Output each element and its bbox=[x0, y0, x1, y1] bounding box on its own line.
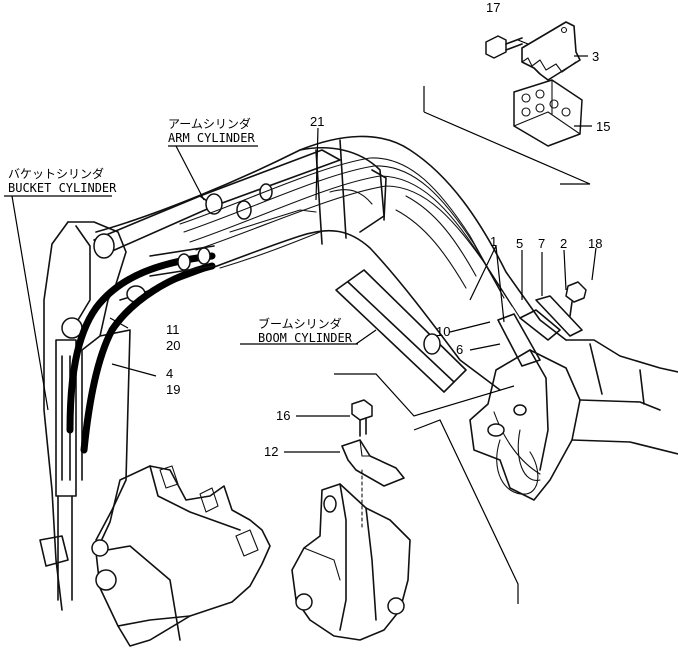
callout-7: 7 bbox=[538, 236, 545, 251]
bucket-cylinder-label-jp: バケットシリンダ bbox=[8, 166, 104, 181]
swing-bracket-upper bbox=[469, 339, 678, 501]
callout-12: 12 bbox=[264, 444, 278, 459]
bucket-hoses bbox=[66, 245, 216, 454]
label-leaders bbox=[4, 39, 597, 453]
boom-hoses bbox=[179, 157, 521, 319]
callout-19: 19 bbox=[166, 382, 180, 397]
callout-4: 4 bbox=[166, 366, 173, 381]
arm-cylinder-label-en: ARM CYLINDER bbox=[168, 131, 255, 145]
callout-3: 3 bbox=[592, 49, 599, 64]
bucket-drawing bbox=[39, 465, 271, 647]
arm-cylinder-drawing bbox=[93, 149, 341, 253]
callout-15: 15 bbox=[596, 119, 610, 134]
callout-6: 6 bbox=[456, 342, 463, 357]
clamp-parts bbox=[497, 281, 587, 367]
grommet-block-part-15 bbox=[513, 79, 583, 147]
callout-18: 18 bbox=[588, 236, 602, 251]
callout-5: 5 bbox=[516, 236, 523, 251]
bolt-part-16 bbox=[351, 399, 373, 437]
arm-cylinder-label-jp: アームシリンダ bbox=[168, 116, 251, 131]
callout-10: 10 bbox=[436, 324, 450, 339]
callout-16: 16 bbox=[276, 408, 290, 423]
clamp-part-12 bbox=[341, 439, 405, 487]
boom-cylinder-label-en: BOOM CYLINDER bbox=[258, 331, 353, 345]
bucket-cylinder-label-en: BUCKET CYLINDER bbox=[8, 181, 117, 195]
swing-bracket-lower bbox=[291, 483, 411, 641]
boom-cylinder-drawing bbox=[335, 269, 467, 393]
callout-21: 21 bbox=[310, 114, 324, 129]
boom-cylinder-label-jp: ブームシリンダ bbox=[258, 316, 342, 331]
callout-11: 11 bbox=[166, 322, 180, 337]
callout-17: 17 bbox=[486, 0, 500, 15]
bolt-part-17 bbox=[485, 35, 523, 59]
bracket-part-3 bbox=[521, 21, 581, 81]
callout-1: 1 bbox=[490, 234, 497, 249]
callout-2: 2 bbox=[560, 236, 567, 251]
callout-20: 20 bbox=[166, 338, 180, 353]
